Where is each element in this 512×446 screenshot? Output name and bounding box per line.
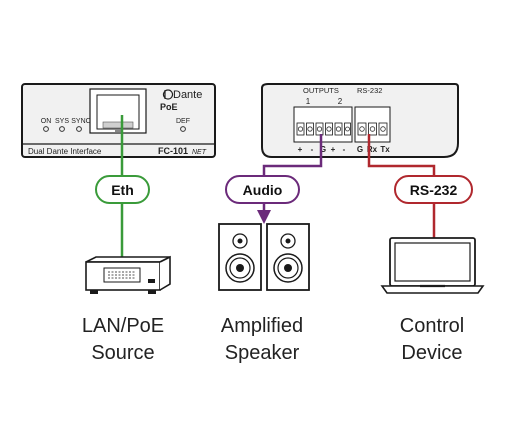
led-label-sys: SYS (55, 118, 69, 125)
audio-connection-label: Audio (225, 175, 300, 204)
caption-line: Control (399, 315, 465, 337)
caption-control-device: Control Device (357, 313, 507, 367)
eth-label-text: Eth (111, 182, 134, 198)
dante-logo-icon (162, 89, 174, 100)
caption-line: Amplified (220, 315, 304, 337)
def-label: DEF (176, 118, 190, 125)
terminal-label: + (331, 145, 336, 154)
terminal-label: G (357, 145, 363, 154)
caption-line: Device (401, 342, 463, 364)
terminal-label: G (320, 145, 326, 154)
model-label: FC-101 (158, 146, 188, 156)
eth-connection-label: Eth (95, 175, 150, 204)
outputs-device: OUTPUTS RS-232 1 2 (261, 83, 459, 158)
terminal-label: Tx (380, 145, 390, 154)
speaker-left-icon (218, 223, 262, 291)
outputs-label: OUTPUTS (303, 86, 339, 95)
terminal-label: + (298, 145, 303, 154)
led-label-on: ON (41, 118, 52, 125)
caption-line: Speaker (224, 342, 300, 364)
device-name-label: Dual Dante Interface (28, 147, 102, 156)
dante-brand-text: Dante (173, 89, 202, 101)
rs232-connection-label: RS-232 (394, 175, 473, 204)
status-leds (43, 126, 186, 132)
outputs-terminal-block (293, 106, 353, 143)
dante-logo: Dante (162, 89, 202, 101)
terminal-label: - (311, 145, 314, 154)
poe-label: PoE (160, 102, 178, 112)
terminal-label: - (343, 145, 346, 154)
rs232-terminal-block (354, 106, 391, 143)
output-number-1: 1 (306, 97, 311, 106)
rs232-label-text: RS-232 (410, 182, 458, 198)
fc-101net-device: ON SYS SYNC DEF Dante PoE Dual Dante Int… (21, 83, 216, 158)
caption-line: Source (91, 342, 155, 364)
led-sync (76, 126, 82, 132)
caption-line: LAN/PoE (81, 315, 165, 337)
led-sys (59, 126, 65, 132)
caption-lan-poe-source: LAN/PoE Source (48, 313, 198, 367)
rs232-port-label: RS-232 (357, 86, 382, 95)
led-on (43, 126, 49, 132)
caption-amplified-speaker: Amplified Speaker (187, 313, 337, 367)
terminal-label: Rx (367, 145, 378, 154)
model-suffix-label: NET (192, 149, 207, 156)
laptop-icon (380, 237, 485, 294)
audio-label-text: Audio (243, 182, 283, 198)
speaker-right-icon (266, 223, 310, 291)
audio-arrow-icon (257, 210, 271, 224)
led-def (180, 126, 186, 132)
led-label-sync: SYNC (71, 118, 90, 125)
ethernet-port (89, 88, 147, 134)
output-number-2: 2 (338, 97, 343, 106)
network-switch-icon (85, 255, 171, 294)
